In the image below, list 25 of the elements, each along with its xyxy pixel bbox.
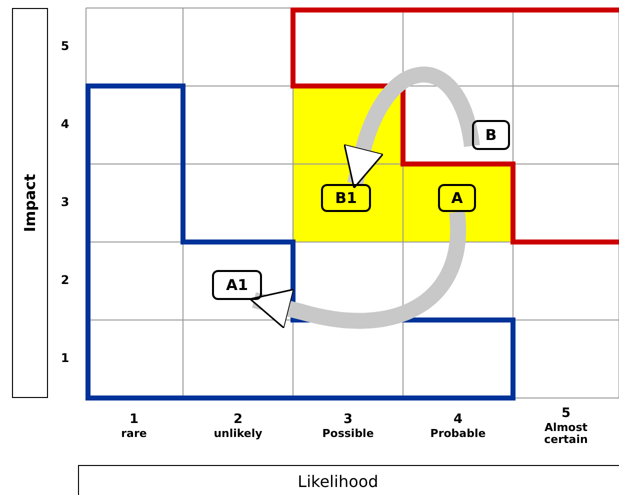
axis-title: Likelihood	[298, 472, 378, 491]
label-box: B	[472, 120, 510, 150]
curved-arrow	[344, 66, 480, 189]
axis-tick-label: 4	[453, 413, 463, 427]
axis-tick-label: 4	[60, 118, 70, 131]
axis-category-label: unlikely	[212, 428, 264, 440]
axis-title: Impact	[21, 174, 39, 232]
axis-title-box	[78, 465, 619, 495]
curved-arrow	[249, 212, 466, 329]
axis-tick-label: 3	[60, 196, 70, 209]
axis-tick-label: 3	[343, 413, 353, 427]
label-box: A	[438, 184, 476, 212]
axis-tick-label: 5	[561, 407, 571, 421]
axis-tick-label: 5	[60, 40, 70, 53]
axis-tick-label: 2	[233, 413, 243, 427]
axis-category-label: Possible	[321, 428, 375, 440]
label-box: A1	[212, 270, 262, 300]
axis-tick-label: 2	[60, 274, 70, 287]
axis-category-label: Almost certain	[543, 422, 589, 446]
axis-tick-label: 1	[60, 352, 70, 365]
axis-category-label: rare	[120, 428, 148, 440]
label-box: B1	[321, 184, 371, 212]
axis-tick-label: 1	[129, 413, 139, 427]
axis-category-label: Probable	[429, 428, 487, 440]
axis-title-box	[12, 8, 48, 398]
